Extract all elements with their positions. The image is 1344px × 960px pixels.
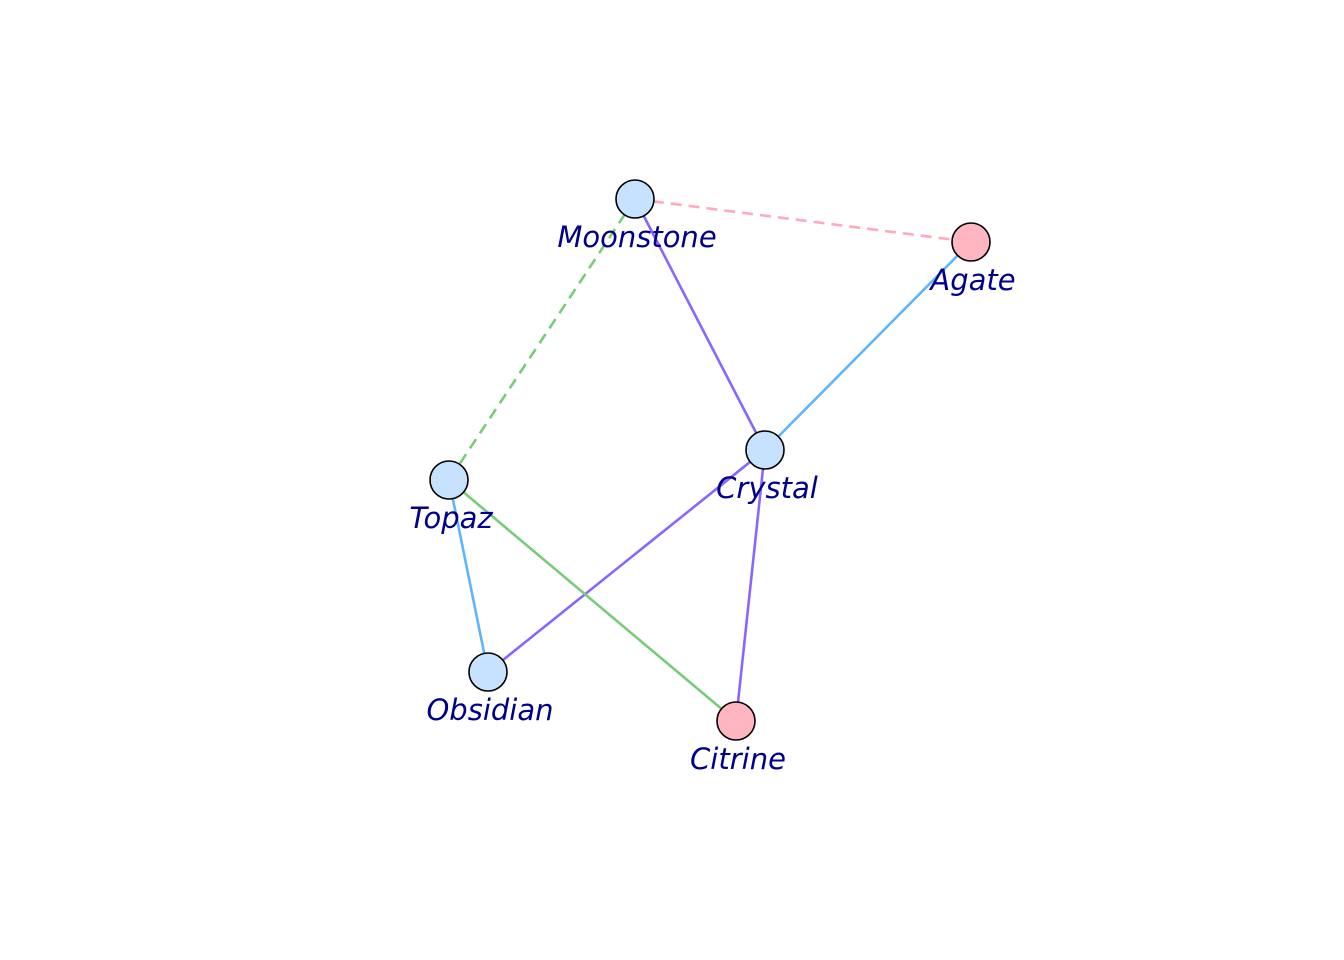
edge-topaz-obsidian [447, 479, 490, 673]
edge-moonstone-topaz [447, 198, 637, 481]
node-topaz[interactable]: Topaz [409, 460, 493, 535]
edge-topaz-citrine [448, 479, 737, 722]
node-circle[interactable] [429, 460, 469, 500]
node-label: Agate [928, 263, 1015, 297]
node-obsidian[interactable]: Obsidian [426, 652, 554, 727]
edge-crystal-citrine [734, 449, 767, 722]
node-crystal[interactable]: Crystal [716, 430, 818, 505]
node-citrine[interactable]: Citrine [690, 701, 786, 776]
node-circle[interactable] [615, 179, 655, 219]
node-label: Topaz [409, 501, 493, 535]
node-agate[interactable]: Agate [928, 222, 1016, 297]
node-moonstone[interactable]: Moonstone [557, 179, 717, 254]
node-label: Crystal [716, 471, 818, 505]
node-circle[interactable] [745, 430, 785, 470]
node-circle[interactable] [951, 222, 991, 262]
edge-moonstone-agate [634, 197, 972, 244]
node-circle[interactable] [468, 652, 508, 692]
node-label: Moonstone [557, 220, 716, 254]
node-label: Citrine [690, 742, 786, 776]
edge-moonstone-crystal [633, 198, 767, 451]
edge-crystal-obsidian [487, 448, 766, 674]
nodes-layer: MoonstoneAgateCrystalTopazObsidianCitrin… [409, 179, 1016, 776]
edge-agate-crystal [764, 241, 972, 451]
node-circle[interactable] [716, 701, 756, 741]
edges-layer [447, 197, 972, 722]
node-label: Obsidian [426, 693, 553, 727]
